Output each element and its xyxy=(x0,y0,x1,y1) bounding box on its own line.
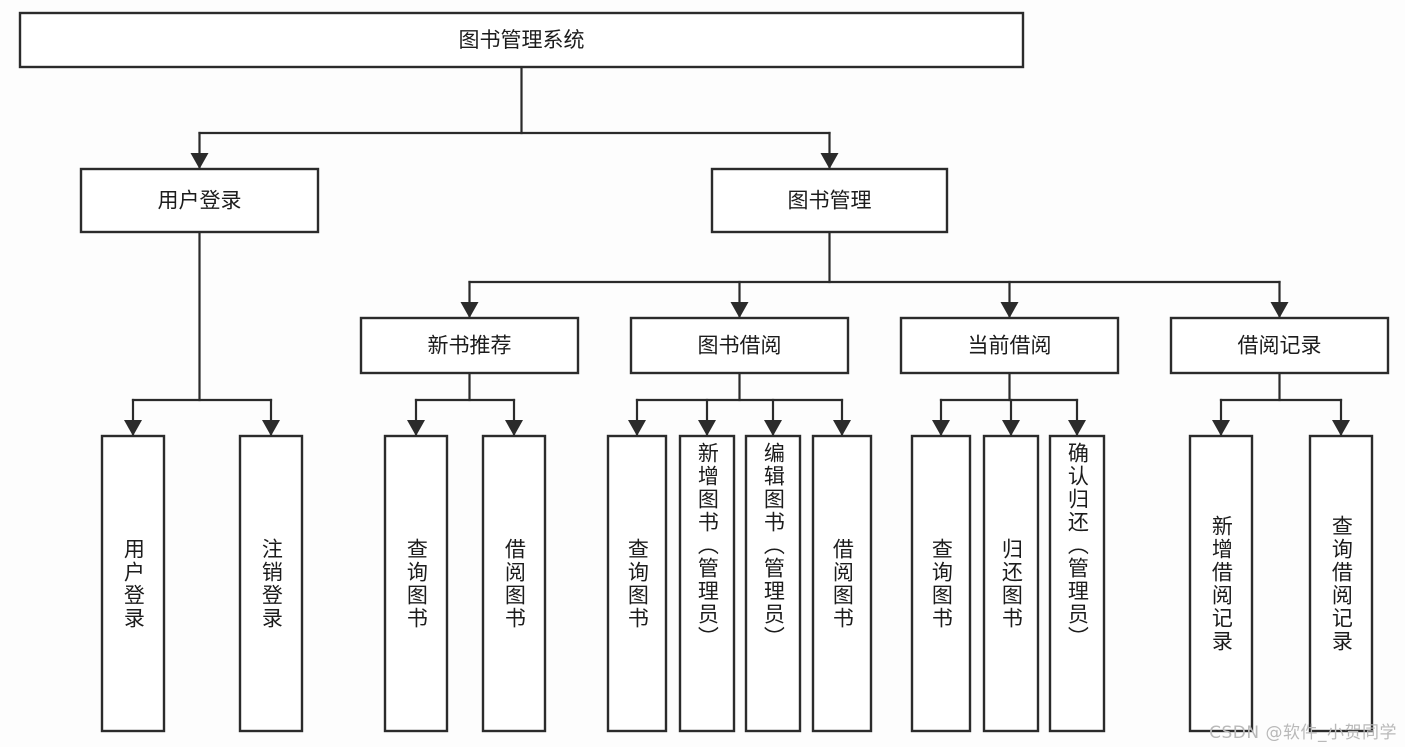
arrow-head-icon xyxy=(1270,302,1289,318)
node-box-leaf-edit-book[interactable] xyxy=(744,434,802,733)
connectors-layer xyxy=(124,65,1350,438)
node-box-leaf-add-record[interactable] xyxy=(1188,434,1254,733)
arrow-head-icon xyxy=(505,420,523,436)
node-box-leaf-query-book-rec[interactable] xyxy=(383,434,449,733)
arrow-head-icon xyxy=(833,420,851,436)
node-box-leaf-borrow-book-rec[interactable] xyxy=(481,434,547,733)
node-box-root[interactable] xyxy=(18,11,1025,69)
arrow-head-icon xyxy=(1000,302,1019,318)
node-box-leaf-user-login[interactable] xyxy=(100,434,166,733)
arrow-head-icon xyxy=(730,302,749,318)
watermark-text: CSDN @软件_小贺同学 xyxy=(1209,723,1397,743)
node-box-leaf-add-book[interactable] xyxy=(678,434,736,733)
node-label-book-manage: 图书管理 xyxy=(788,189,872,213)
node-box-leaf-borrow-book[interactable] xyxy=(811,434,873,733)
arrow-head-icon xyxy=(698,420,716,436)
arrow-head-icon xyxy=(820,153,839,169)
node-box-leaf-query-book-borrow[interactable] xyxy=(606,434,668,733)
node-box-leaf-query-book-cur[interactable] xyxy=(910,434,972,733)
arrow-head-icon xyxy=(262,420,280,436)
node-box-leaf-return-book[interactable] xyxy=(982,434,1040,733)
node-label-book-borrow: 图书借阅 xyxy=(698,334,782,358)
node-box-leaf-query-record[interactable] xyxy=(1308,434,1374,733)
arrow-head-icon xyxy=(1212,420,1230,436)
arrow-head-icon xyxy=(932,420,950,436)
node-label-root: 图书管理系统 xyxy=(459,28,585,52)
node-box-leaf-logout[interactable] xyxy=(238,434,304,733)
arrow-head-icon xyxy=(460,302,479,318)
node-box-borrow-record[interactable] xyxy=(1169,316,1390,375)
boxes-layer xyxy=(18,11,1390,733)
arrow-head-icon xyxy=(764,420,782,436)
arrow-head-icon xyxy=(628,420,646,436)
node-label-user-login: 用户登录 xyxy=(158,189,242,213)
arrow-head-icon xyxy=(407,420,425,436)
arrow-head-icon xyxy=(1002,420,1020,436)
node-box-user-login[interactable] xyxy=(79,167,320,234)
node-label-new-book-rec: 新书推荐 xyxy=(428,334,512,358)
node-box-new-book-rec[interactable] xyxy=(359,316,580,375)
node-label-borrow-record: 借阅记录 xyxy=(1238,334,1322,358)
arrow-head-icon xyxy=(1332,420,1350,436)
node-box-book-borrow[interactable] xyxy=(629,316,850,375)
node-box-current-borrow[interactable] xyxy=(899,316,1120,375)
node-box-book-manage[interactable] xyxy=(710,167,949,234)
node-box-leaf-confirm-return[interactable] xyxy=(1048,434,1106,733)
arrow-head-icon xyxy=(1068,420,1086,436)
arrow-head-icon xyxy=(190,153,209,169)
arrow-head-icon xyxy=(124,420,142,436)
node-label-current-borrow: 当前借阅 xyxy=(968,334,1052,358)
